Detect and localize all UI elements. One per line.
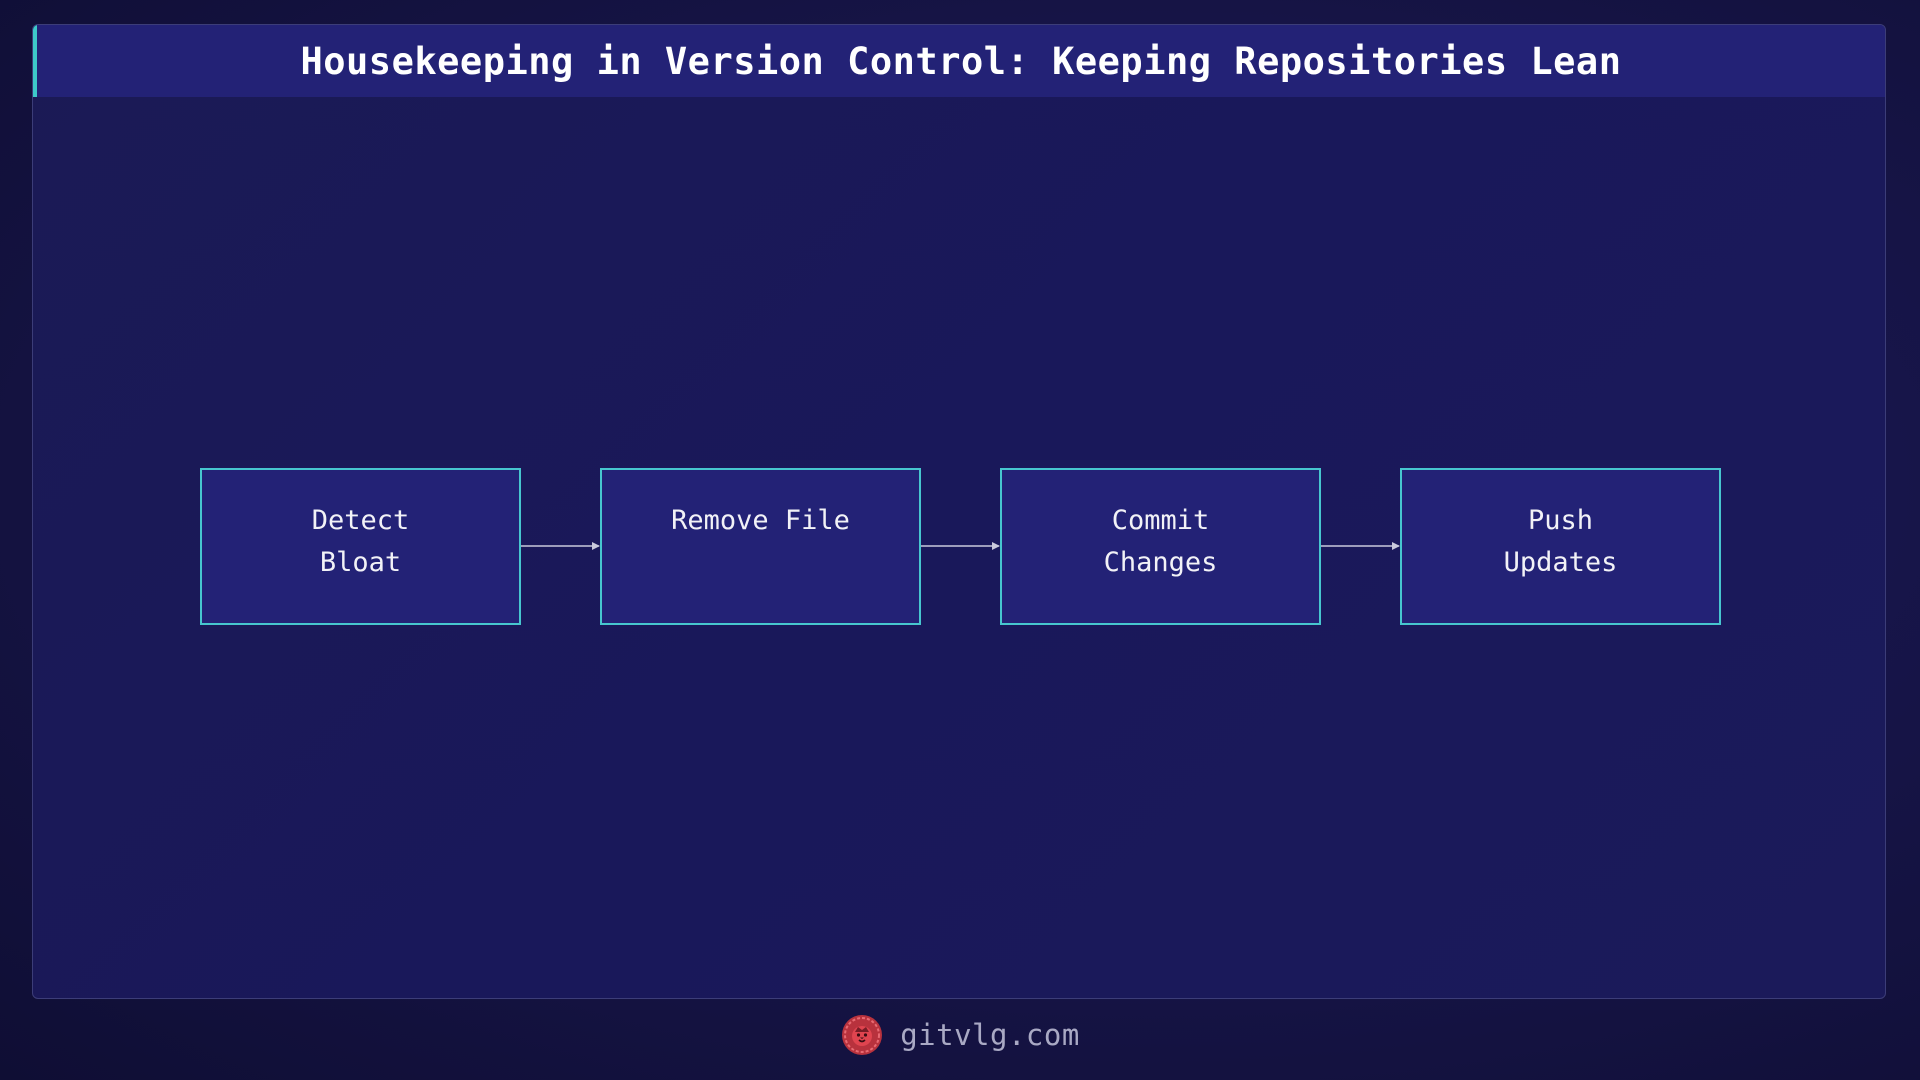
title-bar: Housekeeping in Version Control: Keeping… bbox=[33, 25, 1885, 97]
diagram-panel: Housekeeping in Version Control: Keeping… bbox=[32, 24, 1886, 999]
step-remove-file: Remove File bbox=[600, 468, 921, 625]
step-label: Detect Bloat bbox=[311, 505, 410, 578]
step-commit-changes: Commit Changes bbox=[1000, 468, 1321, 625]
step-label: Remove File bbox=[671, 505, 850, 536]
footer-site-link[interactable]: gitvlg.com bbox=[900, 1018, 1080, 1052]
footer: gitvlg.com bbox=[0, 1010, 1920, 1060]
flowchart: Detect Bloat Remove File Commit Changes … bbox=[33, 25, 1885, 998]
diagram-title: Housekeeping in Version Control: Keeping… bbox=[300, 39, 1622, 83]
step-push-updates: Push Updates bbox=[1400, 468, 1721, 625]
step-label: Push Updates bbox=[1503, 505, 1618, 578]
step-label: Commit Changes bbox=[1103, 505, 1218, 578]
lion-head-icon bbox=[842, 1015, 883, 1055]
step-detect-bloat: Detect Bloat bbox=[200, 468, 521, 625]
